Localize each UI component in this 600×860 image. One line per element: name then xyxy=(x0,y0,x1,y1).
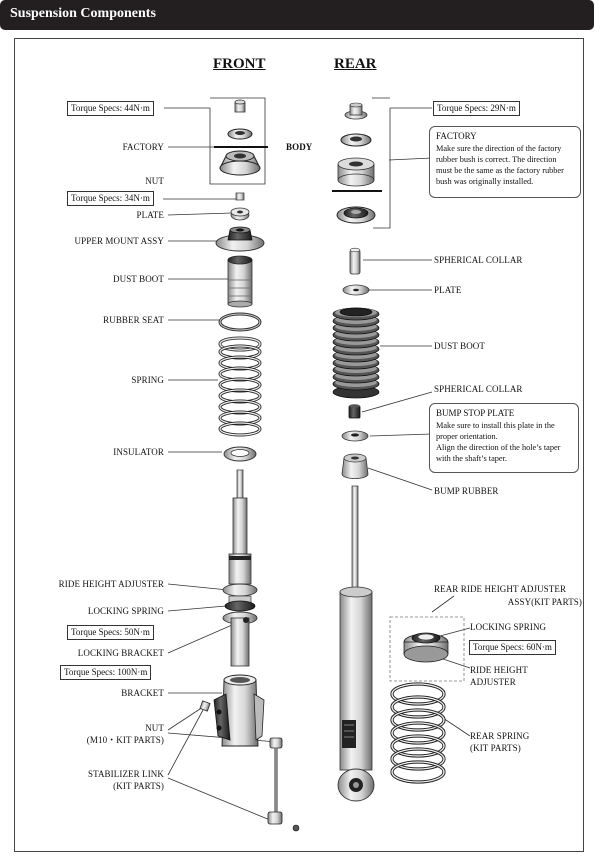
rear-column-title: REAR xyxy=(334,56,377,72)
bump-stop-title: BUMP STOP PLATE xyxy=(436,408,515,418)
rear-spring-sub: (KIT PARTS) xyxy=(470,743,521,753)
front-ride-height-ring xyxy=(222,583,258,597)
rear-ride-height-label: RIDE HEIGHT xyxy=(470,665,528,675)
front-insulator-label: INSULATOR xyxy=(113,447,164,457)
front-dust-boot-label: DUST BOOT xyxy=(113,274,164,284)
rear-dust-boot xyxy=(332,307,380,399)
rear-spring xyxy=(390,682,446,784)
front-rubber-seat-label: RUBBER SEAT xyxy=(103,315,164,325)
rear-spherical-collar-upper-label: SPHERICAL COLLAR xyxy=(434,255,523,265)
rear-ride-height-sub: ADJUSTER xyxy=(470,677,516,687)
rear-factory-line2: rubber bush is correct. The direction xyxy=(436,155,557,164)
rear-dust-boot-label: DUST BOOT xyxy=(434,341,485,351)
rear-factory-line4: bush was originally installed. xyxy=(436,177,534,186)
rear-spherical-collar-lower-label: SPHERICAL COLLAR xyxy=(434,384,523,394)
rear-upper-nut xyxy=(344,102,368,120)
front-upper-mount-label: UPPER MOUNT ASSY xyxy=(74,236,164,246)
front-locking-bracket-label: LOCKING BRACKET xyxy=(77,648,164,658)
front-insulator xyxy=(223,446,257,462)
rear-locking-spring-label: LOCKING SPRING xyxy=(470,622,547,632)
front-rubber-seat xyxy=(218,312,262,332)
diagram-frame xyxy=(14,38,584,852)
front-factory-label: FACTORY xyxy=(122,142,164,152)
bump-stop-note: BUMP STOP PLATE Make sure to install thi… xyxy=(429,403,579,473)
rear-factory-note: FACTORY Make sure the direction of the f… xyxy=(429,126,581,198)
front-torque-top: Torque Specs: 44N·m xyxy=(67,101,154,116)
rear-spherical-collar-upper xyxy=(349,247,361,275)
front-spring-label: SPRING xyxy=(131,375,164,385)
front-locking-spring-ring xyxy=(224,600,256,612)
front-torque-bracket: Torque Specs: 100N·m xyxy=(60,665,152,680)
front-nut xyxy=(235,192,245,201)
rear-torque-top: Torque Specs: 29N·m xyxy=(433,101,520,116)
front-factory-washer xyxy=(227,128,253,140)
front-kit-nut-label: NUT xyxy=(145,723,164,733)
header-title: Suspension Components xyxy=(10,6,156,21)
front-spring xyxy=(218,336,262,437)
front-upper-mount xyxy=(215,226,265,252)
leader-lines xyxy=(163,97,471,821)
front-kit-nut xyxy=(199,700,211,712)
adjuster-dashed-box xyxy=(389,616,465,682)
front-dust-boot xyxy=(227,255,253,308)
rear-bump-stop-plate xyxy=(341,430,369,442)
rear-bump-rubber xyxy=(341,453,369,479)
rear-factory-washer xyxy=(340,133,372,147)
front-torque-nut: Torque Specs: 34N·m xyxy=(67,191,154,206)
front-stabilizer-link xyxy=(267,737,300,832)
front-nut-label: NUT xyxy=(145,176,164,186)
bump-stop-line4: with the shaft’s taper. xyxy=(436,454,507,463)
rear-factory-line1: Make sure the direction of the factory xyxy=(436,144,562,153)
rear-spherical-collar-lower xyxy=(348,404,361,419)
front-factory-mount xyxy=(219,150,261,176)
front-column-title: FRONT xyxy=(213,56,266,72)
rear-ride-height-adjuster xyxy=(403,632,449,663)
rear-plate xyxy=(342,284,370,296)
front-bracket-label: BRACKET xyxy=(121,688,164,698)
bump-stop-line1: Make sure to install this plate in the xyxy=(436,421,555,430)
bump-stop-line2: proper orientation. xyxy=(436,432,498,441)
rear-bump-rubber-label: BUMP RUBBER xyxy=(434,486,499,496)
rear-ride-height-assy-sub: ASSY(KIT PARTS) xyxy=(507,597,582,607)
front-torque-locking: Torque Specs: 50N·m xyxy=(67,625,154,640)
rear-torque-adjuster: Torque Specs: 60N·m xyxy=(469,640,556,655)
front-plate-label: PLATE xyxy=(136,210,164,220)
front-locking-spring-label: LOCKING SPRING xyxy=(87,606,164,616)
rear-lower-bush xyxy=(336,206,376,224)
stabilizer-link-sub: (KIT PARTS) xyxy=(113,781,164,791)
bump-stop-line3: Align the direction of the hole’s taper xyxy=(436,443,561,452)
header-bar: Suspension Components xyxy=(0,0,594,30)
rear-plate-label: PLATE xyxy=(434,285,462,295)
rear-factory-title: FACTORY xyxy=(436,131,477,141)
rear-factory-bush xyxy=(337,157,375,187)
front-plate xyxy=(230,207,250,221)
rear-spring-label: REAR SPRING xyxy=(470,731,530,741)
front-upper-nut xyxy=(234,99,246,113)
rear-factory-line3: must be the same as the factory rubber xyxy=(436,166,564,175)
rear-ride-height-assy-label: REAR RIDE HEIGHT ADJUSTER xyxy=(434,584,567,594)
front-kit-nut-sub: (M10・KIT PARTS) xyxy=(86,735,164,745)
front-bracket xyxy=(213,674,265,747)
rear-shock-body xyxy=(337,485,375,802)
body-label: BODY xyxy=(286,142,313,152)
front-ride-height-adjuster-label: RIDE HEIGHT ADJUSTER xyxy=(58,579,164,589)
front-shock-body xyxy=(222,469,258,667)
stabilizer-link-label: STABILIZER LINK xyxy=(87,769,164,779)
